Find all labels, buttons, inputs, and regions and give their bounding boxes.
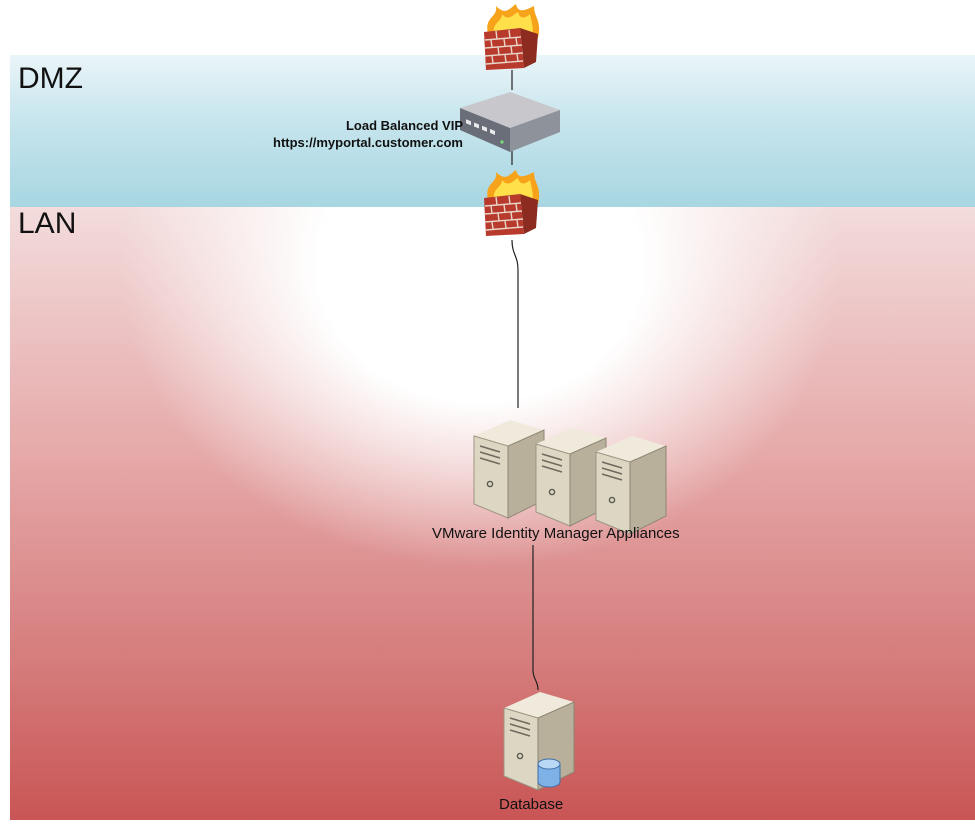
lan-zone: [10, 207, 975, 820]
appliances-label: VMware Identity Manager Appliances: [432, 525, 680, 542]
firewall-icon: [484, 170, 540, 236]
firewall-icon: [484, 4, 540, 70]
vip-title: Load Balanced VIP: [345, 118, 463, 133]
load-balancer-icon: [460, 92, 560, 152]
load-balancer-label: Load Balanced VIP https://myportal.custo…: [228, 117, 463, 151]
server-icon: [595, 436, 667, 535]
connector-appliances-to-database: [532, 545, 539, 691]
server-icon: [473, 420, 545, 519]
database-icon: [503, 692, 575, 791]
connector-firewall-to-appliances: [511, 239, 519, 408]
lan-label: LAN: [18, 207, 77, 240]
dmz-label: DMZ: [18, 62, 83, 95]
vip-url: https://myportal.customer.com: [273, 135, 463, 150]
database-label: Database: [499, 796, 564, 813]
